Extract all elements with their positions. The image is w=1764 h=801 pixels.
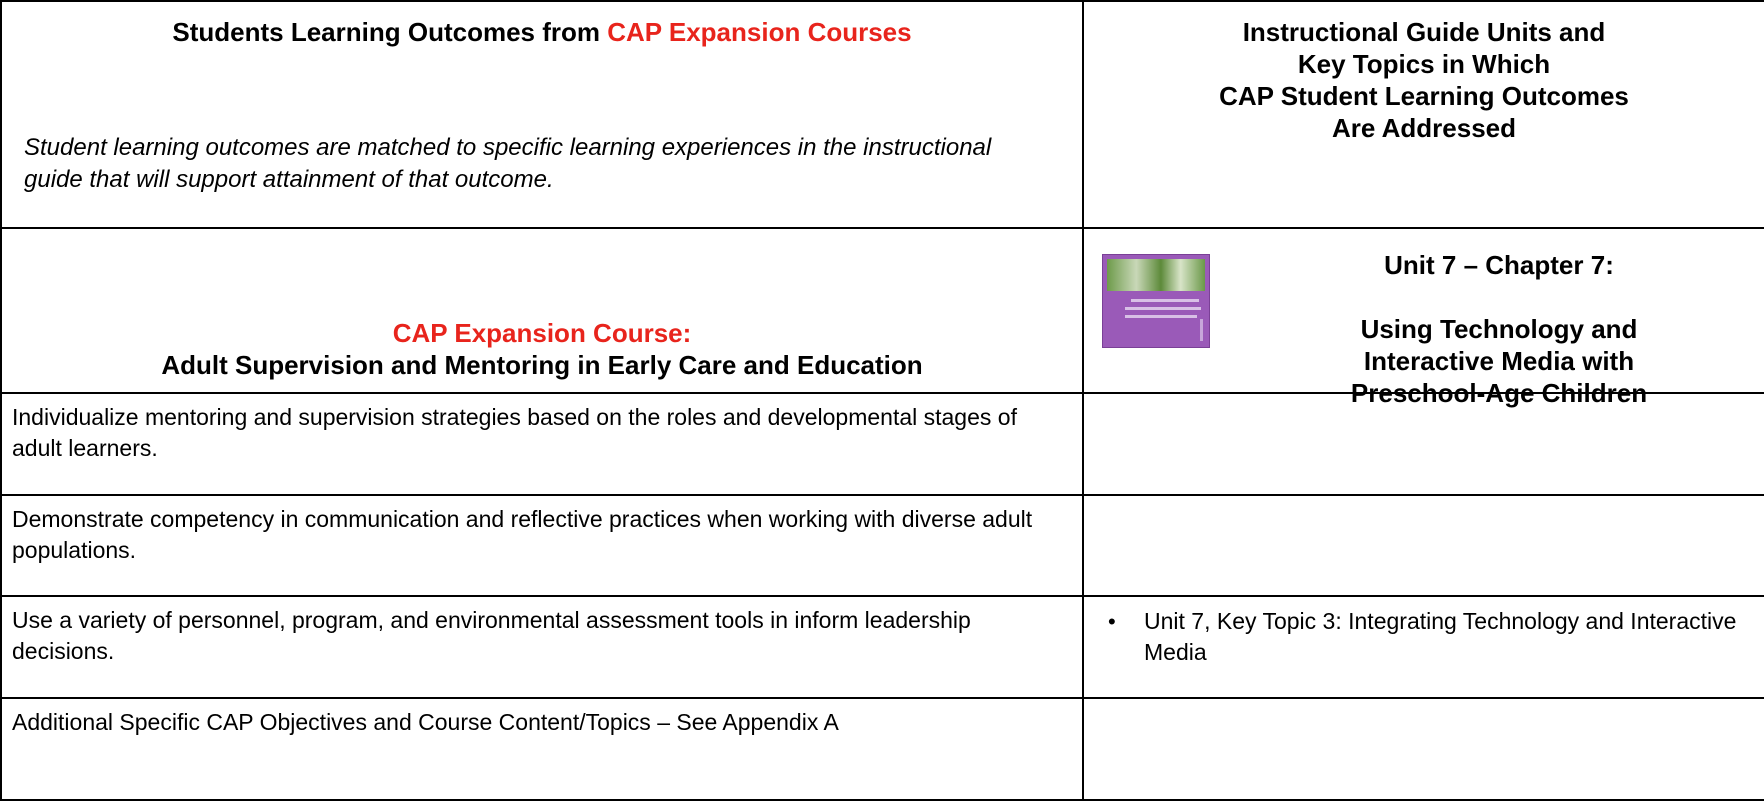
outcome-text: Additional Specific CAP Objectives and C… [12,709,839,735]
unit-title-line-1: Using Technology and [1360,314,1638,344]
header-row: Students Learning Outcomes from CAP Expa… [0,0,1764,229]
topic-cell: • Unit 7, Key Topic 3: Integrating Techno… [1082,595,1764,699]
unit-cell: Unit 7 – Chapter 7: Using Technology and… [1082,227,1764,408]
book-cover-icon [1102,254,1210,348]
outcome-row: Individualize mentoring and supervision … [0,392,1764,496]
topic-cell [1082,494,1764,597]
course-name: Adult Supervision and Mentoring in Early… [161,350,923,380]
outcomes-heading: Students Learning Outcomes from CAP Expa… [2,16,1082,48]
outcome-text: Individualize mentoring and supervision … [12,404,1017,461]
topic-cell [1082,392,1764,496]
course-label: CAP Expansion Course: [392,318,692,348]
outcomes-heading-highlight: CAP Expansion Courses [607,17,912,47]
bullet-icon: • [1108,609,1116,634]
topic-list-item: • Unit 7, Key Topic 3: Integrating Techno… [1084,606,1764,668]
outcome-cell: Demonstrate competency in communication … [0,494,1084,597]
outcomes-heading-prefix: Students Learning Outcomes from [172,17,608,47]
matching-note: Student learning outcomes are matched to… [24,134,992,193]
course-row: CAP Expansion Course: Adult Supervision … [0,227,1764,408]
unit-title-line-3: Preschool-Age Children [1350,378,1648,408]
outcome-row: Additional Specific CAP Objectives and C… [0,697,1764,801]
topic-cell [1082,697,1764,801]
outcome-cell: Individualize mentoring and supervision … [0,392,1084,496]
outcome-text: Use a variety of personnel, program, and… [12,607,971,664]
outcome-cell: Use a variety of personnel, program, and… [0,595,1084,699]
guide-heading-line-1: Instructional Guide Units and [1242,17,1606,47]
outcome-text: Demonstrate competency in communication … [12,506,1033,563]
topic-text: Unit 7, Key Topic 3: Integrating Technol… [1144,608,1737,665]
header-right-cell: Instructional Guide Units and Key Topics… [1082,0,1764,229]
guide-heading-line-3: CAP Student Learning Outcomes [1219,81,1629,111]
unit-title: Using Technology and Interactive Media w… [1234,313,1764,409]
outcome-row: Demonstrate competency in communication … [0,494,1764,597]
course-cell: CAP Expansion Course: Adult Supervision … [0,227,1084,394]
topic-list: • Unit 7, Key Topic 3: Integrating Techno… [1084,597,1764,668]
guide-heading-line-4: Are Addressed [1332,113,1516,143]
header-left-cell: Students Learning Outcomes from CAP Expa… [0,0,1084,229]
guide-heading-line-2: Key Topics in Which [1297,49,1551,79]
outcome-cell: Additional Specific CAP Objectives and C… [0,697,1084,801]
unit-title-line-2: Interactive Media with [1363,346,1635,376]
guide-units-heading: Instructional Guide Units and Key Topics… [1084,16,1764,144]
outcome-row: Use a variety of personnel, program, and… [0,595,1764,699]
unit-heading: Unit 7 – Chapter 7: [1384,250,1614,280]
